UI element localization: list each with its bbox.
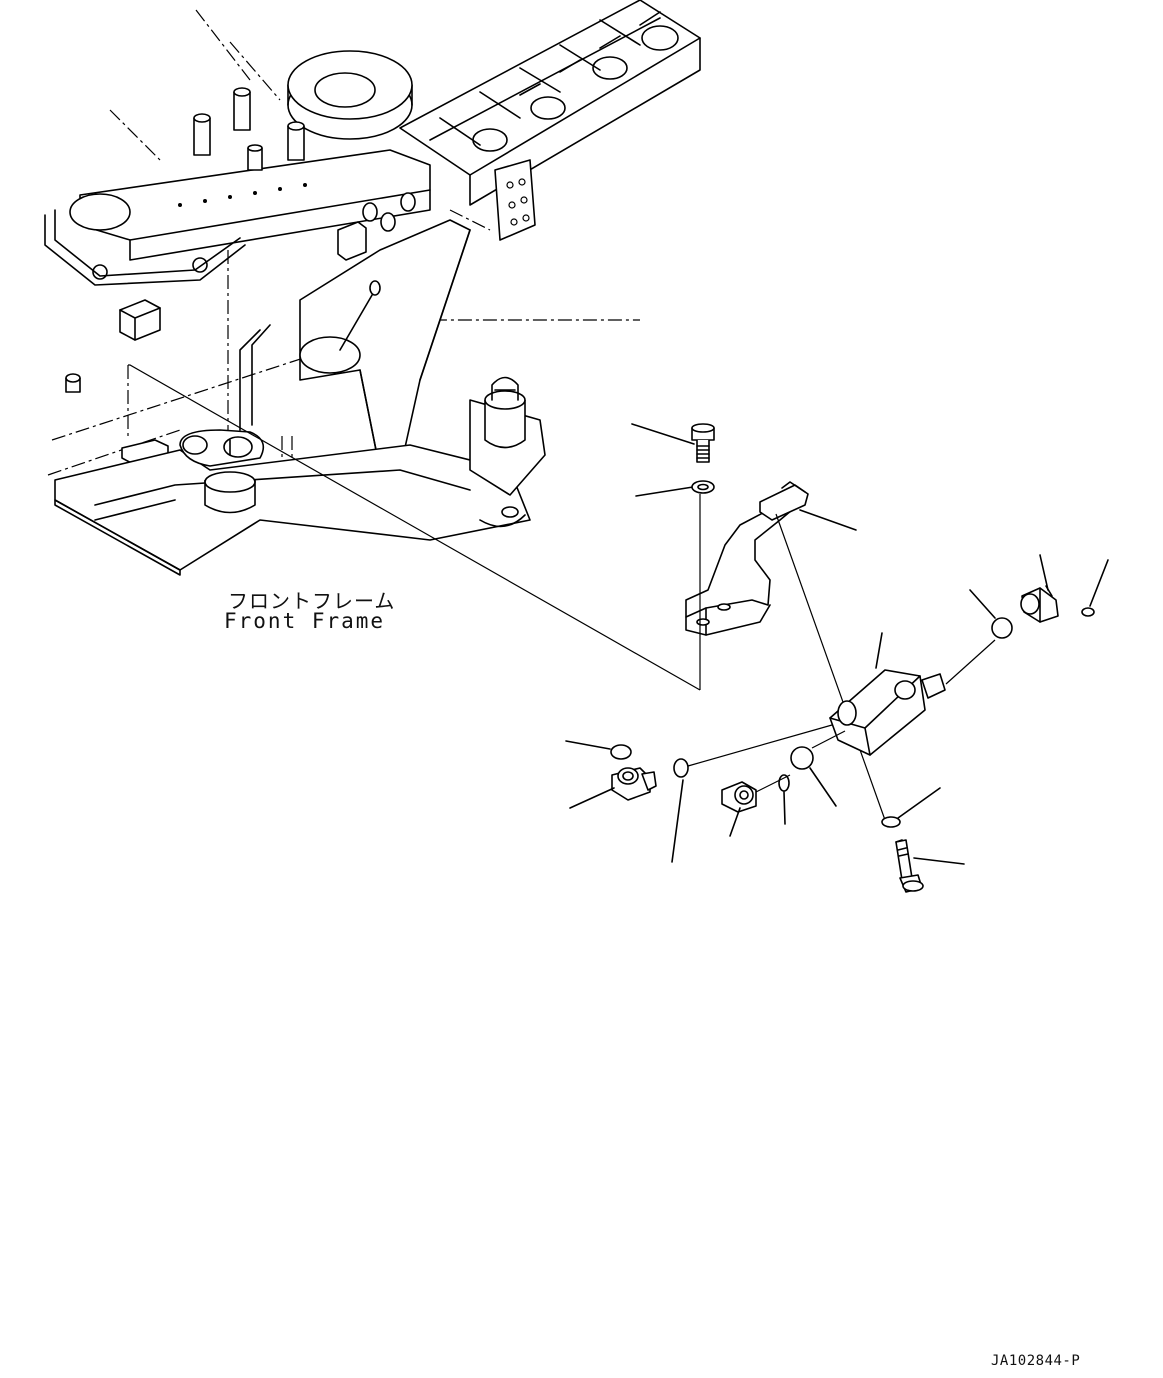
studs — [65, 87, 305, 393]
elbow-fitting-right — [1020, 585, 1059, 623]
washer-top — [635, 480, 715, 497]
cap-nut — [721, 781, 757, 813]
valve-block — [829, 669, 946, 756]
front-frame-label-japanese: フロントフレーム — [228, 589, 396, 613]
bolt-top — [631, 423, 715, 463]
swivel-fitting — [611, 767, 657, 801]
drawing-code: JA102844-P — [991, 1353, 1081, 1369]
front-frame-assembly — [44, 0, 701, 691]
beam-holes — [439, 11, 679, 152]
pivot-link — [179, 429, 265, 514]
valve-parts — [565, 423, 1109, 893]
kingpin-boss — [287, 50, 413, 140]
right-kingpin — [469, 376, 546, 528]
bolt-bottom — [895, 839, 924, 893]
front-frame-label-english: Front Frame — [224, 609, 386, 633]
mounting-bracket — [685, 481, 809, 636]
